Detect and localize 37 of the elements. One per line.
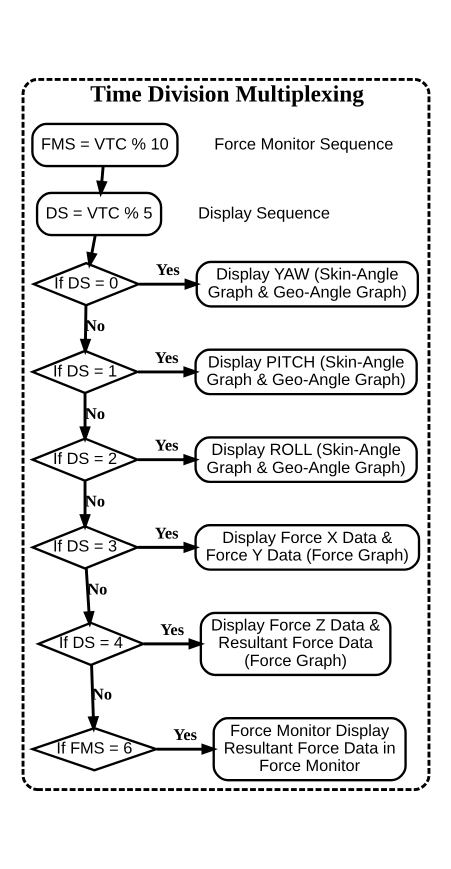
edge-label: Yes (154, 348, 178, 367)
node-label: Display Sequence (198, 204, 330, 222)
node-diamond: If DS = 3 (28, 525, 140, 570)
node-box: Force Monitor Display Resultant Force Data in Force Monitor (212, 717, 406, 782)
arrow (79, 305, 91, 356)
arrow (156, 743, 218, 755)
edge-label: Yes (154, 523, 178, 542)
arrow (138, 454, 200, 466)
node-box: Display YAW (Skin-Angle Graph & Geo-Angle Graph) (195, 260, 419, 308)
node-diamond: If DS = 1 (28, 350, 140, 394)
arrow (137, 542, 200, 554)
arrow (78, 481, 90, 531)
edge-label: No (84, 404, 105, 423)
arrow (78, 393, 90, 443)
edge-label: Yes (160, 620, 184, 639)
node-diamond: If DS = 4 (34, 622, 146, 666)
node-diamond: If DS = 2 (28, 437, 140, 482)
node-label: Force Monitor Sequence (214, 135, 393, 154)
edge-label: No (84, 492, 105, 511)
edge-label: Yes (156, 260, 180, 280)
node-box: FMS = VTC % 10 (30, 122, 178, 168)
node-diamond: If DS = 0 (30, 262, 142, 306)
arrow (96, 166, 108, 198)
arrow (87, 664, 99, 733)
arrow (138, 278, 200, 290)
edge-label: Yes (154, 436, 178, 455)
node-box: Display PITCH (Skin-Angle Graph & Geo-Angle Graph) (194, 348, 418, 396)
arrow (86, 234, 98, 269)
arrow (143, 638, 204, 650)
node-box: Display Force Z Data & Resultant Force Data (Force Graph) (199, 612, 392, 676)
node-diamond: If FMS = 6 (28, 726, 160, 772)
edge-label: Yes (172, 725, 196, 744)
node-box: Display Force X Data & Force Y Data (Force Graph) (194, 524, 420, 571)
node-box: DS = VTC % 5 (35, 192, 162, 236)
arrow (82, 568, 94, 628)
arrow (138, 366, 200, 378)
node-box: Display ROLL (Skin-Angle Graph & Geo-Angle Graph) (194, 436, 418, 484)
